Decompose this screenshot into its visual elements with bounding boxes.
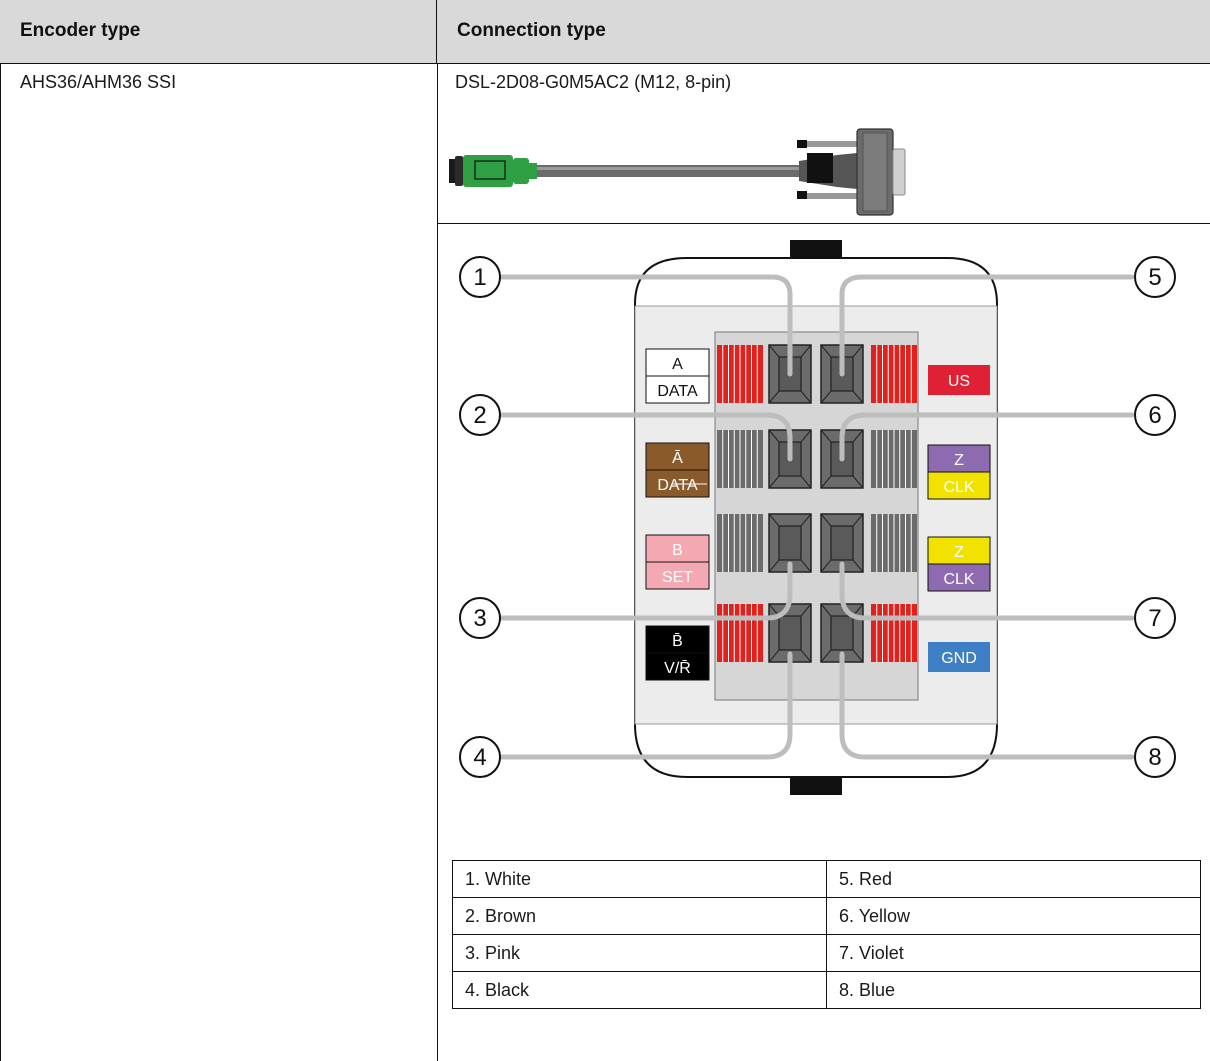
table-row: 2. Brown 6. Yellow <box>452 897 1201 935</box>
table-border-left <box>0 64 1 1061</box>
signal-label-text: GND <box>941 650 977 667</box>
terminal-spring-block <box>717 514 763 572</box>
wire-color-cell: 6. Yellow <box>826 897 1201 935</box>
connection-type-value: DSL-2D08-G0M5AC2 (M12, 8-pin) <box>455 72 732 92</box>
signal-label: US <box>928 365 990 395</box>
pin-number-label: 5 <box>1148 264 1161 291</box>
wire-color-cell: 8. Blue <box>826 971 1201 1009</box>
wire-path <box>496 274 793 377</box>
terminal-slot <box>768 513 812 573</box>
pin-number-badge: 3 <box>459 597 501 639</box>
signal-label-top: Z <box>954 452 964 469</box>
signal-label-bottom: SET <box>662 569 693 586</box>
wire-color-cell: 4. Black <box>452 971 827 1009</box>
signal-label: A DATA <box>645 348 710 404</box>
pin-number-label: 4 <box>473 744 486 771</box>
pin-number-badge: 7 <box>1134 597 1176 639</box>
terminal-spring-block <box>717 604 763 662</box>
encoder-type-value: AHS36/AHM36 SSI <box>20 72 177 92</box>
pin-number-label: 7 <box>1148 605 1161 632</box>
wire-path <box>839 274 1135 377</box>
signal-label: Z CLK <box>927 444 991 500</box>
wire-color-cell: 1. White <box>452 860 827 898</box>
table-row: 4. Black 8. Blue <box>452 971 1201 1009</box>
pin-number-badge: 6 <box>1134 394 1176 436</box>
pin-number-badge: 4 <box>459 736 501 778</box>
wire-path <box>496 412 793 462</box>
table-row: 1. White 5. Red <box>452 860 1201 898</box>
wire-color-cell: 5. Red <box>826 860 1201 898</box>
signal-label: B SET <box>645 534 710 590</box>
wire-path <box>496 651 793 760</box>
pin-number-label: 1 <box>473 264 486 291</box>
pin-number-label: 6 <box>1148 402 1161 429</box>
pin-number-badge: 8 <box>1134 736 1176 778</box>
signal-label: GND <box>928 642 990 672</box>
header-connection-label: Connection type <box>457 20 606 41</box>
signal-label-bottom: DATA <box>657 477 698 494</box>
pin-number-badge: 5 <box>1134 256 1176 298</box>
pin-number-badge: 1 <box>459 256 501 298</box>
table-row-divider <box>437 223 1210 224</box>
pin-number-badge: 2 <box>459 394 501 436</box>
pin-number-label: 3 <box>473 605 486 632</box>
terminal-spring-block <box>871 514 917 572</box>
wire-path <box>496 561 793 621</box>
signal-label-bottom: CLK <box>943 479 974 496</box>
terminal-spring-block <box>871 430 917 488</box>
wire-color-table: 1. White 5. Red 2. Brown 6. Yellow 3. Pi… <box>452 860 1201 1009</box>
wire-path <box>839 412 1135 462</box>
signal-label-bottom: DATA <box>657 383 698 400</box>
signal-label-top: B̄ <box>672 633 683 650</box>
signal-label-top: Ā <box>672 449 683 467</box>
header-encoder-label: Encoder type <box>20 20 141 41</box>
signal-label-top: Z <box>954 544 964 561</box>
terminal-spring-block <box>871 345 917 403</box>
wire-path <box>839 651 1135 760</box>
wire-color-cell: 3. Pink <box>452 934 827 972</box>
terminal-spring-block <box>717 345 763 403</box>
pin-number-label: 2 <box>473 402 486 429</box>
m12-connector-cable-icon <box>449 128 906 216</box>
table-row: 3. Pink 7. Violet <box>452 934 1201 972</box>
header-connection-type: Connection type <box>437 0 1210 64</box>
signal-label: Z CLK <box>927 536 991 592</box>
table-border-middle <box>437 64 438 1061</box>
pin-number-label: 8 <box>1148 744 1161 771</box>
terminal-spring-block <box>717 430 763 488</box>
terminal-spring-block <box>871 604 917 662</box>
wire-path <box>839 561 1135 621</box>
signal-label: Ā DATA <box>645 442 710 498</box>
wire-color-cell: 2. Brown <box>452 897 827 935</box>
signal-label-text: US <box>948 373 970 390</box>
signal-label: B̄ V/R̄ <box>645 625 710 681</box>
signal-label-top: B <box>672 542 683 559</box>
signal-label-bottom: V/R̄ <box>664 660 691 677</box>
signal-label-top: A <box>672 356 683 373</box>
signal-label-bottom: CLK <box>943 571 974 588</box>
terminal-block-diagram: A DATA Ā DATA B SET B̄ V/R̄ US Z CLK Z CLK GND 1 2 3 4 5 6… <box>459 240 1176 795</box>
wire-color-cell: 7. Violet <box>826 934 1201 972</box>
header-encoder-type: Encoder type <box>0 0 437 64</box>
